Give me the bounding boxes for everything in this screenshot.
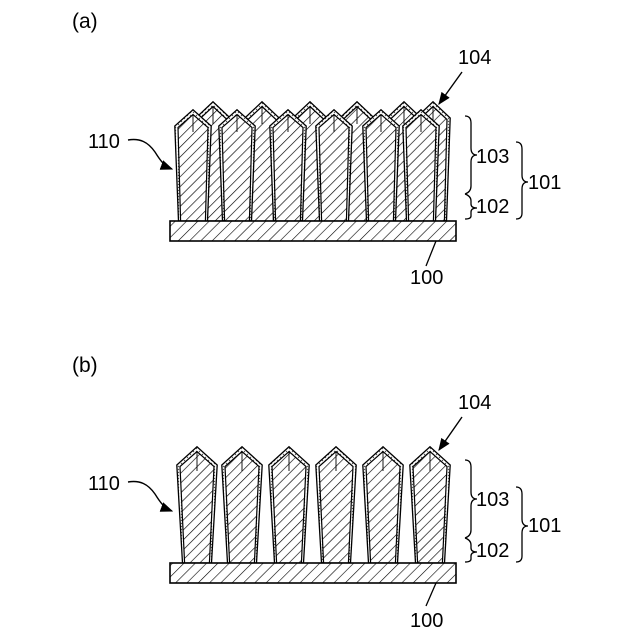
upper-label-a: 103	[476, 146, 509, 168]
brace-total-a	[516, 142, 528, 219]
whisker-b-0	[177, 447, 217, 563]
coating-arrow-b	[439, 417, 462, 450]
total-label-a: 101	[528, 172, 561, 194]
whisker-a-10	[363, 110, 399, 221]
whisker-a-7	[219, 110, 255, 221]
whisker-arrow-b	[128, 482, 172, 512]
whisker-a-6	[175, 110, 211, 221]
whisker-a-9	[316, 110, 352, 221]
whisker-array-b	[177, 447, 450, 563]
total-label-b: 101	[528, 515, 561, 537]
whisker-a-8	[270, 110, 306, 221]
substrate-label-b: 100	[410, 610, 443, 632]
whisker-a-11	[403, 110, 439, 221]
coating-label-b: 104	[458, 392, 491, 414]
substrate-a	[170, 221, 456, 241]
figure-a-label: (a)	[72, 10, 98, 33]
substrate-label-a: 100	[410, 267, 443, 289]
figure-b-label: (b)	[72, 354, 98, 377]
figure-b: (b) 110 104 103 102 101 100	[72, 354, 561, 632]
substrate-leader-b	[426, 583, 436, 606]
substrate-leader-a	[426, 241, 436, 266]
whisker-arrow-a	[128, 140, 172, 170]
whisker-b-1	[222, 447, 262, 563]
lower-label-a: 102	[476, 196, 509, 218]
brace-total-b	[516, 487, 528, 562]
substrate-b	[170, 563, 456, 583]
whisker-label-b: 110	[88, 473, 120, 495]
whisker-array-a	[175, 102, 450, 221]
coating-label-a: 104	[458, 47, 491, 69]
coating-arrow-a	[439, 72, 462, 104]
whisker-label-a: 110	[88, 131, 120, 153]
upper-label-b: 103	[476, 489, 509, 511]
figure-a: (a) 110 104 103 102 101 100	[72, 10, 561, 289]
whisker-b-2	[269, 447, 309, 563]
whisker-b-3	[316, 447, 356, 563]
whisker-b-4	[363, 447, 403, 563]
whisker-b-5	[410, 447, 450, 563]
lower-label-b: 102	[476, 540, 509, 562]
